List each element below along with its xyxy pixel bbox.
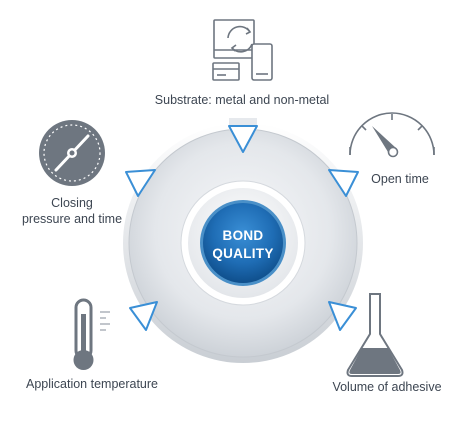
arrow-open-time: [328, 169, 359, 197]
arrow-volume: [328, 301, 357, 331]
timer-dial-icon: [349, 112, 435, 158]
open-time-label: Open time: [371, 172, 429, 186]
pressure-label-line1: Closing: [51, 196, 93, 210]
substrate-label: Substrate: metal and non-metal: [154, 93, 330, 107]
arrow-temperature: [129, 301, 158, 331]
temperature-label: Application temperature: [25, 377, 159, 391]
flask-icon: [346, 293, 404, 377]
pressure-label-line2: pressure and time: [21, 212, 123, 226]
bond-quality-center: BOND QUALITY: [200, 200, 286, 286]
devices-sync-icon: [212, 19, 273, 81]
center-line2: QUALITY: [212, 246, 273, 261]
thermometer-icon: [73, 298, 110, 370]
arrow-pressure: [125, 169, 156, 197]
volume-label: Volume of adhesive: [332, 380, 442, 394]
arrow-substrate: [228, 118, 258, 153]
pressure-gauge-icon: [39, 120, 105, 186]
center-line1: BOND: [223, 228, 264, 243]
